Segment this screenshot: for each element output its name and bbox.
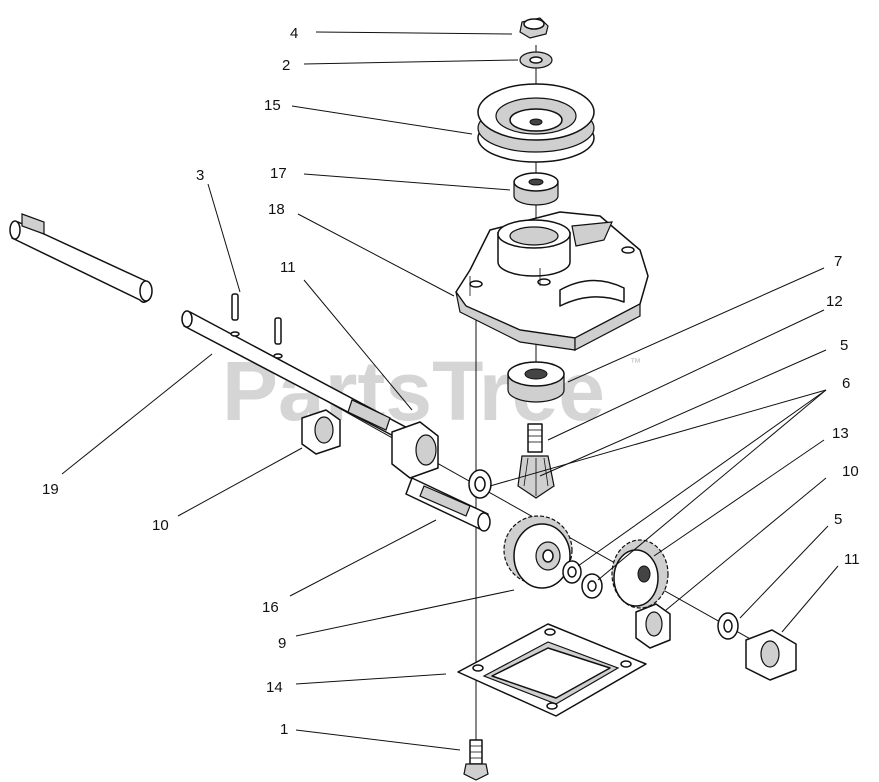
washer-part-right [562, 560, 603, 599]
washer-part-mid [468, 469, 492, 499]
axle-part [405, 477, 491, 532]
callout-5-lower: 5 [834, 511, 842, 528]
watermark-trademark: ™ [630, 357, 641, 369]
callout-19: 19 [42, 481, 59, 498]
callout-12: 12 [826, 293, 843, 310]
callout-17: 17 [270, 165, 287, 182]
pulley-part [477, 83, 595, 163]
spacer-part [513, 172, 559, 206]
callout-18: 18 [268, 201, 285, 218]
callout-3: 3 [196, 167, 204, 184]
callout-11-upper: 11 [280, 259, 296, 276]
callout-16: 16 [262, 599, 279, 616]
callout-9: 9 [278, 635, 286, 652]
callout-15: 15 [264, 97, 281, 114]
pinion-gear-part [517, 423, 555, 499]
small-gear-part [611, 539, 669, 609]
callout-10-right: 10 [842, 463, 859, 480]
bushing-far-part [745, 629, 797, 681]
leader-lines [61, 31, 839, 751]
callout-7: 7 [834, 253, 842, 270]
bolt-part [463, 739, 489, 781]
bushing-left-part [301, 409, 341, 455]
washer-part-top [519, 51, 553, 69]
callout-10-left: 10 [152, 517, 169, 534]
hex-nut-part [519, 17, 549, 39]
callout-6: 6 [842, 375, 850, 392]
washer-part-far [717, 612, 739, 640]
callout-13: 13 [832, 425, 849, 442]
callout-11-lower: 11 [844, 551, 860, 568]
bushing-right-part [635, 603, 671, 649]
roll-pins-part [230, 293, 283, 359]
callout-1: 1 [280, 721, 288, 738]
main-gear-part [503, 515, 573, 589]
bearing-part [507, 361, 565, 403]
callout-2: 2 [282, 57, 290, 74]
tube-part [9, 213, 153, 303]
cover-plate-part [457, 623, 647, 717]
gearbox-housing-part [455, 211, 649, 351]
callout-5-upper: 5 [840, 337, 848, 354]
callout-14: 14 [266, 679, 283, 696]
callout-4: 4 [290, 25, 298, 42]
bushing-mid-part [391, 421, 439, 479]
